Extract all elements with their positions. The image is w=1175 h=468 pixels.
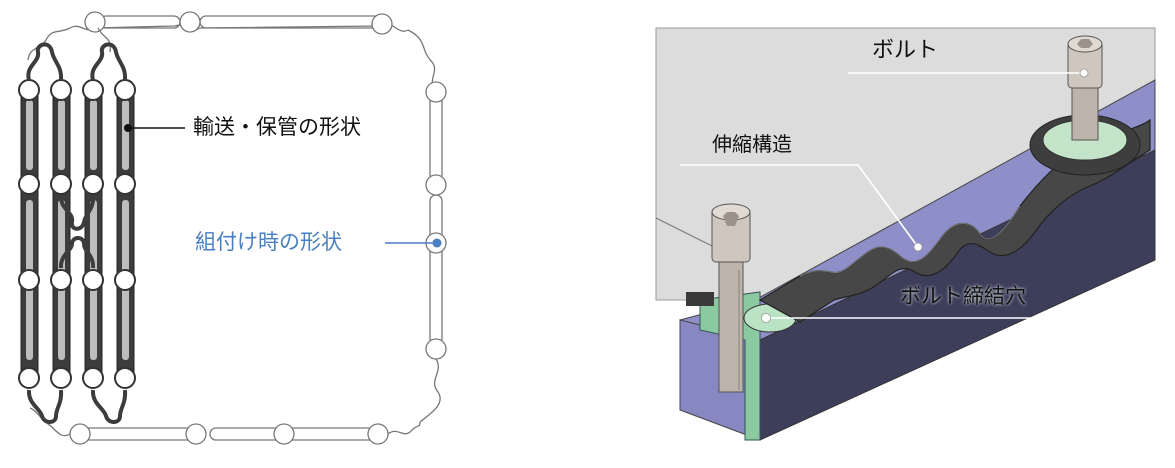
bolt-leader	[848, 68, 1089, 78]
bolt-right	[1067, 35, 1103, 141]
transport-shape-columns	[18, 42, 136, 424]
transport-pointer	[124, 124, 185, 132]
assembly-shape-label: 組付け時の形状	[195, 230, 342, 254]
transport-shape-label: 輸送・保管の形状	[193, 115, 361, 139]
assembly-pointer	[385, 238, 442, 248]
hole-leader	[761, 313, 1052, 323]
bolt-label: ボルト	[872, 38, 939, 63]
expansion-structure-label: 伸縮構造	[712, 132, 792, 156]
bolt-hole-label: ボルト締結穴	[900, 284, 1026, 308]
bolt-left	[711, 203, 751, 393]
assembly-shape-outline	[27, 11, 447, 445]
structure-leader	[680, 164, 923, 252]
